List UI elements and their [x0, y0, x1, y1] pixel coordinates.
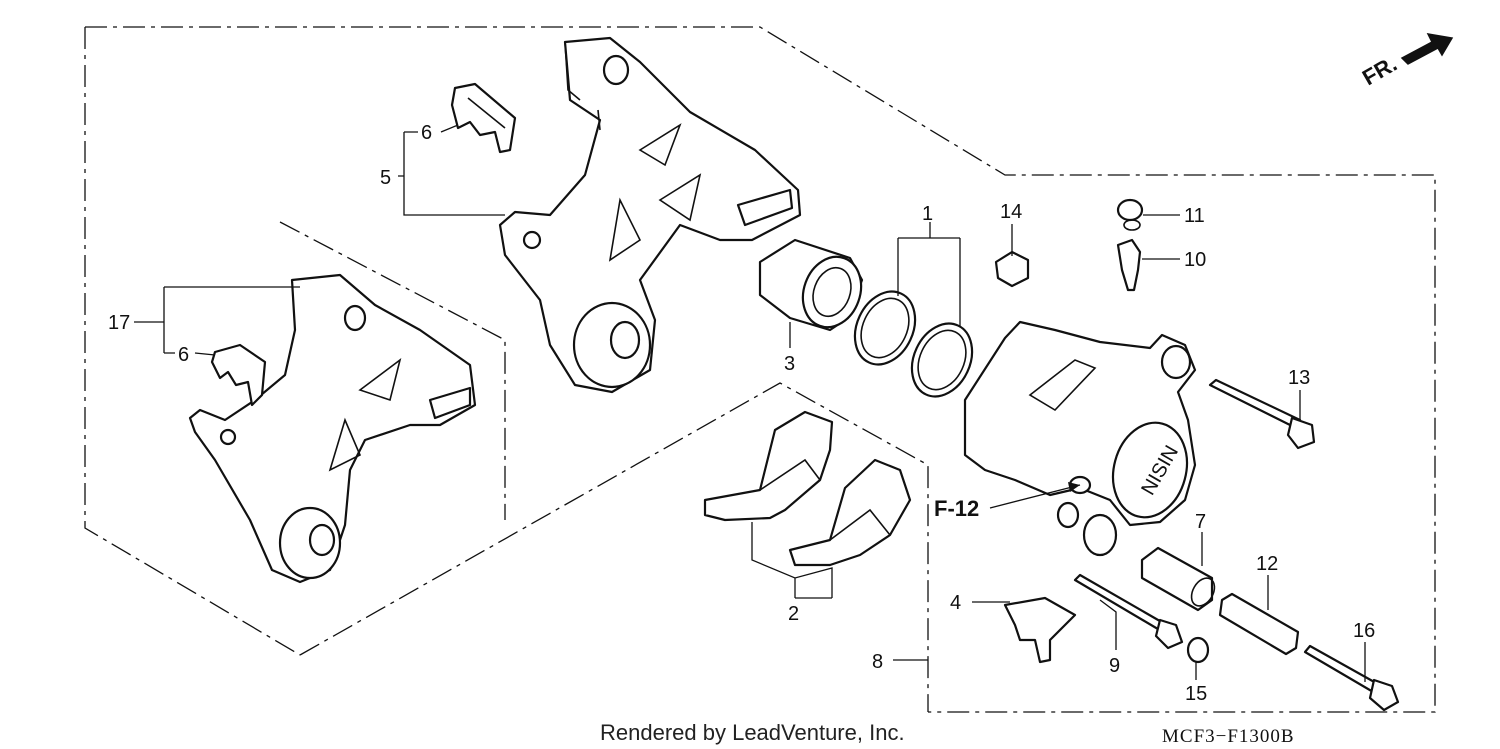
callout-12: 12 — [1256, 553, 1278, 575]
boot-7 — [1140, 546, 1216, 612]
f12-reference-label: F-12 — [934, 496, 979, 521]
bolt-16 — [1303, 644, 1400, 712]
callout-6a-leader — [404, 124, 459, 133]
callout-17: 17 — [108, 312, 130, 334]
callout-8: 8 — [872, 651, 883, 673]
front-direction-label: FR. — [1358, 51, 1401, 90]
callout-14: 14 — [1000, 201, 1022, 223]
caliper-bracket-5 — [498, 36, 802, 394]
callout-1-leader — [897, 222, 961, 326]
plug-14 — [994, 250, 1030, 288]
pads-boundary — [299, 382, 929, 712]
callout-2: 2 — [788, 603, 799, 625]
callout-6b: 6 — [178, 344, 189, 366]
callout-13: 13 — [1288, 367, 1310, 389]
pad-spring-clip-6-lower — [210, 343, 267, 407]
callout-15: 15 — [1185, 683, 1207, 705]
callout-10: 10 — [1184, 249, 1206, 271]
f12-reference-arrow — [989, 484, 1081, 509]
piston-3 — [758, 238, 864, 332]
f12-arrowhead — [1068, 482, 1080, 492]
nut-15 — [1186, 636, 1210, 664]
callout-3: 3 — [784, 353, 795, 375]
footer-credit: Rendered by LeadVenture, Inc. — [600, 720, 905, 745]
callout-6b-leader — [194, 352, 216, 356]
callout-1: 1 — [922, 203, 933, 225]
callout-11: 11 — [1184, 205, 1205, 227]
callout-16: 16 — [1353, 620, 1375, 642]
sleeve-12 — [1218, 592, 1300, 656]
bleeder-cap-11 — [1116, 198, 1144, 231]
piston-seal-set-1 — [853, 290, 974, 398]
assembly-boundary-outline — [84, 26, 1436, 713]
callout-17-leader — [134, 286, 300, 354]
bracket-17-boundary — [279, 221, 506, 520]
callout-6a: 6 — [421, 122, 432, 144]
pin-bolt-13 — [1208, 378, 1316, 450]
diagram-code: MCF3−F1300B — [1162, 726, 1295, 747]
pin-bolt-9 — [1073, 573, 1184, 650]
caliper-bracket-17 — [188, 273, 477, 584]
callout-4: 4 — [950, 592, 961, 614]
callout-2-leader — [751, 522, 833, 599]
callout-9: 9 — [1109, 655, 1120, 677]
pad-retainer-4 — [1003, 596, 1077, 664]
callout-5: 5 — [380, 167, 391, 189]
pad-spring-clip-6-upper — [450, 82, 517, 154]
brake-pad-set-2 — [703, 410, 912, 567]
front-direction-arrow-icon — [1400, 33, 1454, 65]
callout-5-leader — [398, 132, 505, 216]
bleeder-valve-10 — [1116, 238, 1142, 292]
caliper-body-8: NISIN — [963, 320, 1197, 527]
caliper-bushing-rings — [1056, 501, 1118, 557]
callout-7: 7 — [1195, 511, 1206, 533]
callout-9-leader — [1099, 599, 1117, 650]
